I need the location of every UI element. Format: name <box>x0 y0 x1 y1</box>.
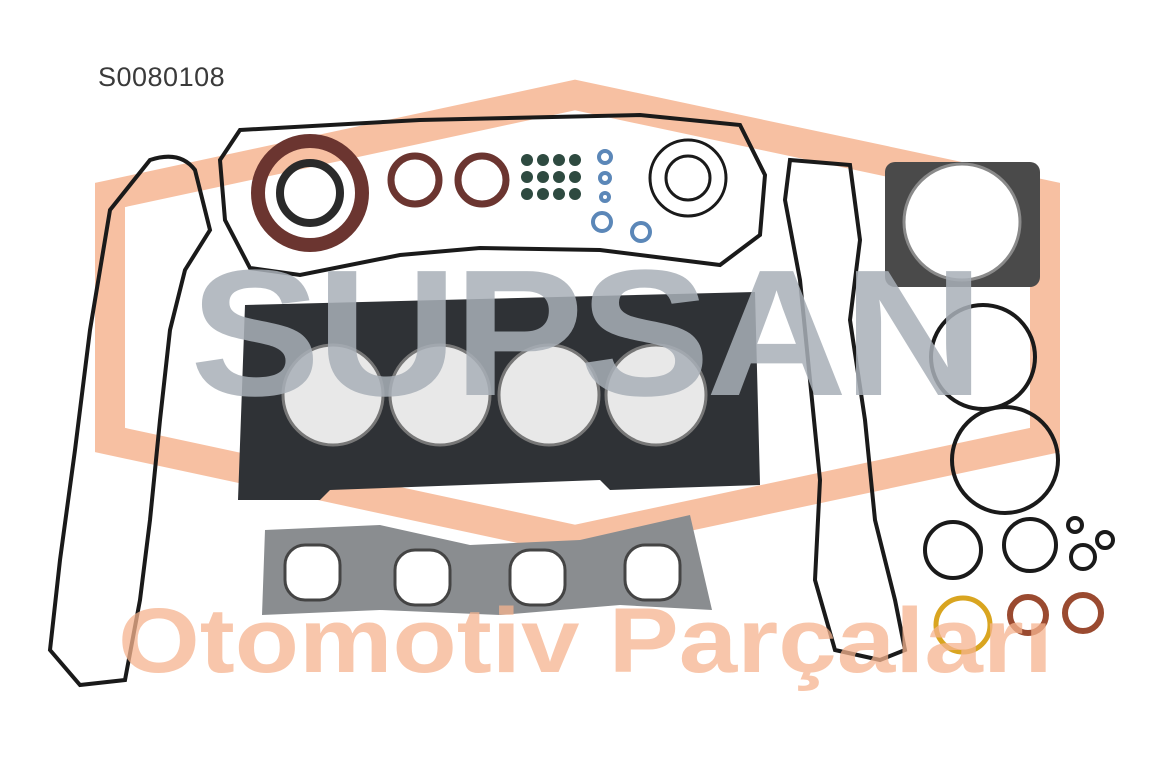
crank-seal-large <box>251 134 369 252</box>
throttle-gasket-bore <box>902 162 1022 282</box>
valve-cover-gasket-right <box>782 157 908 663</box>
o-rings-right <box>923 303 1115 580</box>
valve-stem-seals <box>521 154 581 200</box>
timing-cover-gasket <box>217 112 768 278</box>
copper-seal-yellow <box>933 595 993 655</box>
cam-seal-1 <box>387 152 443 208</box>
crank-seal-inner <box>276 159 344 227</box>
watermark-brand: SUPSAN <box>190 233 980 434</box>
o-ring-top-inner <box>664 154 712 202</box>
watermark-hexagon <box>95 79 1060 556</box>
part-code-label: S0080108 <box>98 62 226 92</box>
small-blue-seals <box>591 149 652 243</box>
exhaust-ports <box>283 543 682 607</box>
cam-seal-2 <box>454 152 510 208</box>
watermark-slogan: Otomotiv Parçaları <box>118 590 1053 692</box>
exhaust-manifold-gasket <box>262 515 712 615</box>
copper-seal-2 <box>1062 592 1104 634</box>
o-ring-top <box>648 138 728 218</box>
valve-cover-gasket-left <box>47 154 213 688</box>
cylinder-bores <box>281 343 708 447</box>
copper-seal-1 <box>1007 594 1049 636</box>
